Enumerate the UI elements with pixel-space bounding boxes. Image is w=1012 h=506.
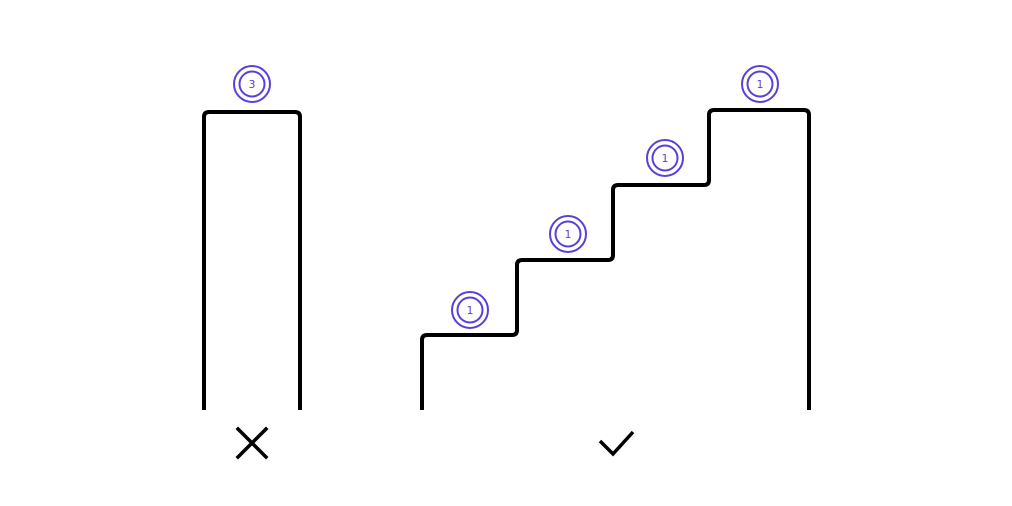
coins: 3 1 1 1 1 bbox=[233, 65, 779, 329]
coin-outer-ring bbox=[233, 65, 271, 103]
tall-block-outline bbox=[202, 110, 302, 410]
staircase bbox=[420, 108, 811, 410]
coin-inner-ring bbox=[746, 70, 774, 98]
coin-inner-ring bbox=[554, 220, 582, 248]
coin-value: 1 bbox=[757, 78, 764, 91]
coin: 3 bbox=[233, 65, 271, 103]
coin-value: 1 bbox=[467, 304, 474, 317]
coin: 1 bbox=[646, 139, 684, 177]
staircase-outline bbox=[420, 108, 811, 410]
coin-inner-ring bbox=[651, 144, 679, 172]
coin-inner-ring bbox=[238, 70, 266, 98]
single-tall-step bbox=[202, 110, 302, 410]
coin-outer-ring bbox=[451, 291, 489, 329]
coin-value: 3 bbox=[249, 78, 256, 91]
coin-outer-ring bbox=[741, 65, 779, 103]
check-icon bbox=[598, 430, 635, 457]
coin-outer-ring bbox=[646, 139, 684, 177]
cross-icon bbox=[235, 426, 269, 460]
coin: 1 bbox=[451, 291, 489, 329]
coin: 1 bbox=[741, 65, 779, 103]
coin-value: 1 bbox=[565, 228, 572, 241]
coin: 1 bbox=[549, 215, 587, 253]
coin-inner-ring bbox=[456, 296, 484, 324]
coin-value: 1 bbox=[662, 152, 669, 165]
coin-outer-ring bbox=[549, 215, 587, 253]
